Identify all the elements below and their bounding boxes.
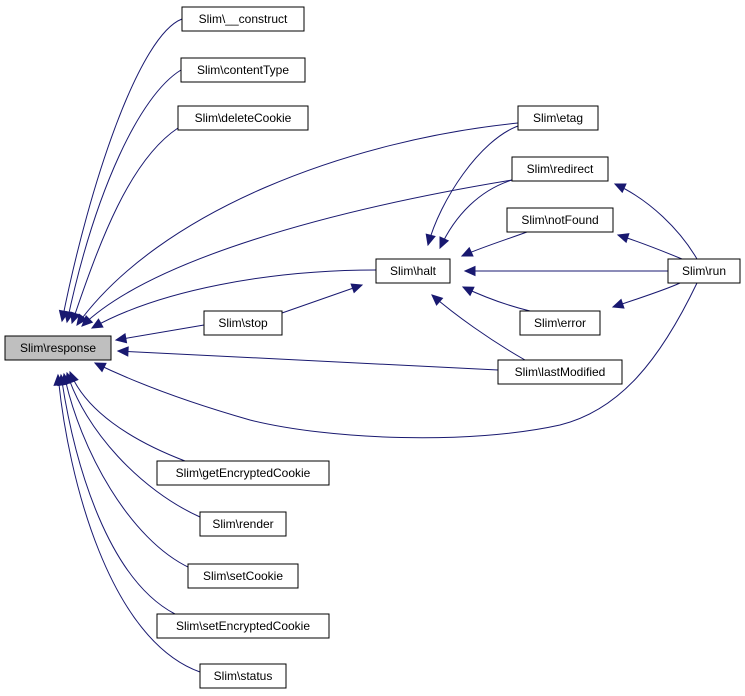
edge-setEncryptedCookie-to-response — [60, 374, 176, 615]
node-last-modified-label: Slim\lastModified — [515, 365, 606, 379]
node-halt[interactable]: Slim\halt — [375, 258, 451, 284]
edge-run-to-redirect — [614, 183, 698, 260]
node-etag-label: Slim\etag — [533, 111, 583, 125]
node-response-label: Slim\response — [20, 341, 96, 355]
node-run[interactable]: Slim\run — [667, 258, 741, 284]
edge-run-to-response — [94, 282, 698, 439]
arrowhead-etag-to-response — [76, 313, 88, 326]
node-delete-cookie[interactable]: Slim\deleteCookie — [177, 105, 309, 131]
edge-setCookie-to-response — [63, 373, 191, 569]
edge-lastModified-to-response — [117, 350, 499, 371]
arrowhead-etag-to-halt — [425, 233, 436, 247]
arrowhead-notFound-to-halt — [460, 246, 474, 257]
node-construct-label: Slim\__construct — [199, 12, 288, 26]
edge-redirect-to-response — [81, 179, 513, 327]
arrowhead-run-to-error — [611, 298, 625, 309]
arrowhead-run-to-response — [93, 362, 107, 373]
arrowhead-redirect-to-halt — [439, 236, 450, 250]
edge-render-to-response — [66, 372, 201, 518]
node-render-label: Slim\render — [212, 517, 273, 531]
node-content-type[interactable]: Slim\contentType — [180, 57, 306, 83]
nodes-layer: Slim\response Slim\__construct Slim\cont… — [4, 6, 741, 689]
node-delete-cookie-label: Slim\deleteCookie — [195, 111, 292, 125]
node-status[interactable]: Slim\status — [199, 663, 287, 689]
node-set-cookie[interactable]: Slim\setCookie — [187, 563, 299, 589]
edge-deleteCookie-to-response — [71, 127, 179, 324]
edges-layer — [53, 18, 698, 673]
edge-etag-to-response — [76, 122, 519, 326]
edge-run-to-error — [612, 282, 681, 308]
arrowhead-deleteCookie-to-response — [70, 311, 81, 325]
node-halt-label: Slim\halt — [390, 264, 437, 278]
node-stop-label: Slim\stop — [218, 316, 268, 330]
node-error[interactable]: Slim\error — [519, 310, 601, 336]
node-set-encrypted-cookie-label: Slim\setEncryptedCookie — [176, 619, 310, 633]
arrowhead-stop-to-halt — [350, 283, 364, 294]
arrowhead-run-to-halt — [463, 265, 476, 277]
node-not-found[interactable]: Slim\notFound — [506, 207, 614, 233]
edge-stop-to-halt — [281, 284, 363, 314]
arrowhead-error-to-halt — [461, 286, 475, 297]
node-not-found-label: Slim\notFound — [521, 213, 598, 227]
edge-status-to-response — [57, 374, 201, 673]
arrowhead-run-to-redirect — [613, 183, 627, 194]
arrowhead-stop-to-response — [114, 333, 128, 344]
node-response[interactable]: Slim\response — [4, 335, 112, 361]
arrowhead-lastModified-to-response — [116, 346, 129, 357]
node-last-modified[interactable]: Slim\lastModified — [497, 359, 623, 385]
edge-redirect-to-halt — [439, 179, 513, 249]
edge-lastModified-to-halt — [431, 294, 526, 361]
node-etag[interactable]: Slim\etag — [517, 105, 599, 131]
edge-contentType-to-response — [66, 69, 182, 323]
arrowhead-lastModified-to-halt — [431, 294, 444, 306]
edge-error-to-halt — [462, 286, 531, 312]
node-redirect-label: Slim\redirect — [527, 162, 594, 176]
node-set-encrypted-cookie[interactable]: Slim\setEncryptedCookie — [156, 613, 330, 639]
node-get-encrypted-cookie[interactable]: Slim\getEncryptedCookie — [156, 460, 330, 486]
edge-stop-to-response — [115, 324, 205, 341]
arrowhead-redirect-to-response — [81, 314, 94, 327]
arrowhead-status-to-response — [53, 373, 64, 386]
edge-etag-to-halt — [427, 125, 519, 246]
node-set-cookie-label: Slim\setCookie — [203, 569, 283, 583]
edge-getEncryptedCookie-to-response — [69, 371, 186, 462]
node-error-label: Slim\error — [534, 316, 586, 330]
edge-halt-to-response — [91, 269, 377, 329]
node-content-type-label: Slim\contentType — [197, 63, 289, 77]
edge-construct-to-response — [61, 18, 183, 322]
node-construct[interactable]: Slim\__construct — [181, 6, 305, 32]
node-run-label: Slim\run — [682, 264, 726, 278]
node-get-encrypted-cookie-label: Slim\getEncryptedCookie — [176, 466, 311, 480]
node-status-label: Slim\status — [214, 669, 273, 683]
arrowhead-halt-to-response — [90, 318, 104, 329]
arrowhead-run-to-notFound — [616, 233, 630, 244]
node-render[interactable]: Slim\render — [199, 511, 287, 537]
node-stop[interactable]: Slim\stop — [203, 310, 283, 336]
node-redirect[interactable]: Slim\redirect — [511, 156, 609, 182]
